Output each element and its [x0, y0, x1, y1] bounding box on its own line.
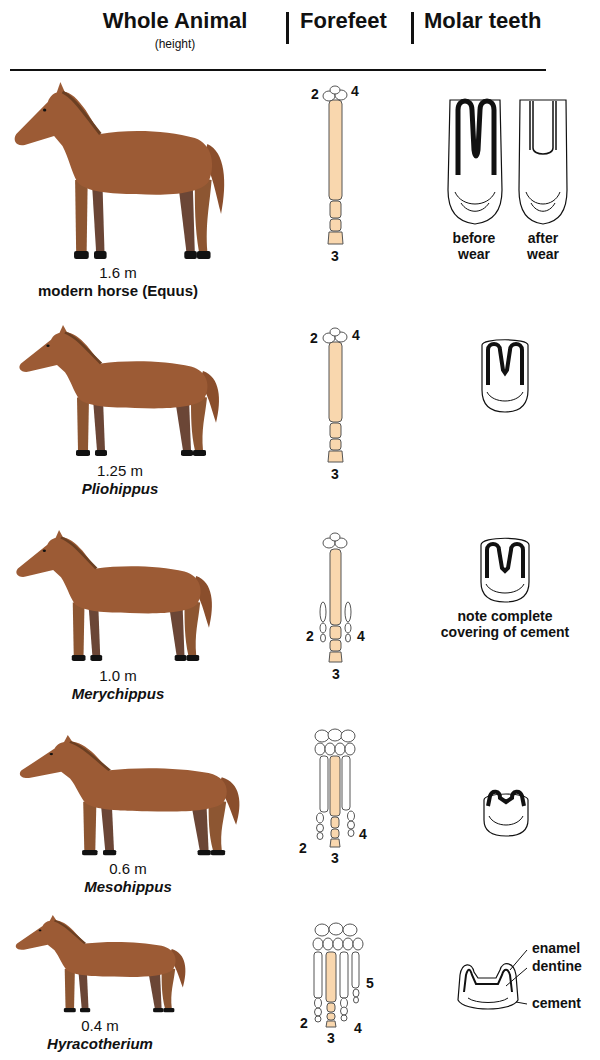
horse-figure	[16, 530, 212, 661]
column-header: Molar teeth	[424, 8, 541, 33]
horse-figure	[16, 915, 186, 1012]
height-label: 1.0 m	[99, 667, 137, 684]
digit-number: 2	[306, 628, 314, 644]
genus-name: Hyracotherium	[47, 1035, 153, 1052]
molar-tooth	[448, 100, 502, 224]
tooth-label: after wear	[512, 230, 574, 262]
column-subheader: (height)	[155, 38, 196, 52]
column-separator	[286, 12, 289, 44]
digit-number: 2	[311, 86, 319, 102]
digit-number: 4	[354, 1020, 362, 1036]
genus-name: Mesohippus	[84, 878, 172, 895]
molar-tooth	[458, 964, 518, 1009]
molar-tooth	[482, 340, 528, 412]
digit-number: 4	[357, 628, 365, 644]
digit-number: 3	[331, 466, 339, 482]
digit-number: 4	[352, 327, 360, 343]
forefoot-bones	[313, 923, 363, 1027]
height-label: 1.25 m	[97, 462, 143, 479]
digit-number: 3	[332, 666, 340, 682]
column-separator	[411, 12, 414, 44]
height-label: 1.6 m	[99, 264, 137, 281]
horse-figure	[15, 82, 225, 259]
tooth-label: before wear	[443, 230, 505, 262]
column-header: Whole Animal	[103, 8, 248, 33]
digit-number: 4	[351, 83, 359, 99]
height-label: 0.4 m	[81, 1017, 119, 1034]
digit-number: 3	[331, 248, 339, 264]
forefoot-bones	[320, 533, 351, 662]
molar-tooth	[481, 538, 529, 602]
genus-name: modern horse (Equus)	[38, 282, 198, 299]
digit-number: 2	[299, 840, 307, 856]
genus-name: Merychippus	[72, 685, 165, 702]
digit-number: 2	[300, 1015, 308, 1031]
tooth-part-label: enamel	[532, 940, 580, 956]
column-header: Forefeet	[300, 8, 387, 33]
forefoot-bones	[315, 729, 355, 847]
horse-figure	[19, 325, 219, 456]
forefoot-bones	[323, 86, 347, 244]
digit-number: 4	[359, 826, 367, 842]
forefoot-bones	[323, 328, 347, 462]
digit-number: 2	[310, 330, 318, 346]
genus-name: Pliohippus	[82, 480, 159, 497]
header-rule	[10, 69, 546, 71]
tooth-note: note complete covering of cement	[430, 608, 580, 640]
digit-number: 5	[366, 975, 374, 991]
tooth-part-label: dentine	[532, 958, 582, 974]
leader-line	[506, 950, 527, 1004]
molar-tooth	[484, 792, 528, 836]
height-label: 0.6 m	[109, 860, 147, 877]
molar-tooth	[519, 100, 567, 224]
digit-number: 3	[331, 850, 339, 866]
digit-number: 3	[327, 1030, 335, 1046]
tooth-part-label: cement	[532, 995, 581, 1011]
horse-figure	[20, 735, 240, 855]
